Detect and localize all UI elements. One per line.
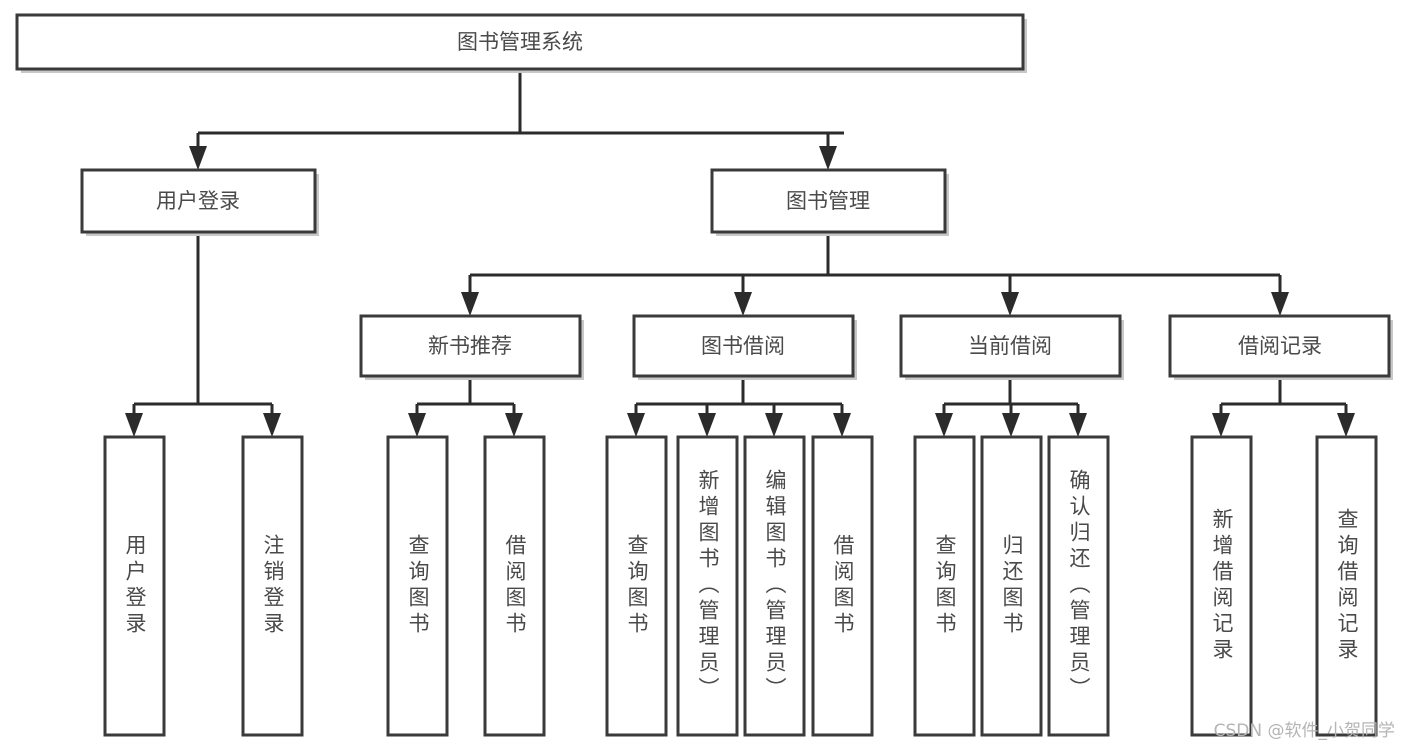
node-root-label: 图书管理系统 — [457, 30, 583, 54]
node-leaf-return-book-rect[interactable] — [980, 435, 1043, 737]
arrowhead-leaf-confirm-return — [1069, 413, 1087, 437]
arrowhead-leaf-add-record — [1212, 413, 1230, 437]
node-current-borrow-rect[interactable] — [899, 314, 1122, 378]
node-book-manage-rect[interactable] — [710, 168, 947, 234]
node-book-manage[interactable]: 图书管理 — [710, 168, 949, 236]
node-user-login-rect[interactable] — [80, 168, 317, 234]
connector-bookmanage-trunk — [468, 232, 1282, 299]
node-borrow-record[interactable]: 借阅记录 — [1168, 314, 1393, 380]
node-new-book-rec-label: 新书推荐 — [428, 334, 512, 358]
node-leaf-query-record-rect[interactable] — [1315, 435, 1378, 737]
arrowhead-leaf-edit-book — [765, 413, 783, 437]
node-leaf-borrow-book-1-rect[interactable] — [483, 435, 546, 737]
arrowhead-to-borrow-record — [1271, 292, 1289, 316]
node-root[interactable]: 图书管理系统 — [15, 13, 1027, 73]
connector-layer — [125, 69, 1355, 437]
arrowhead-to-book-manage — [819, 146, 837, 170]
node-user-login-label: 用户登录 — [156, 189, 240, 213]
arrowhead-leaf-user-logout — [263, 413, 281, 437]
node-leaf-query-book-2-rect[interactable] — [605, 435, 668, 737]
node-leaf-borrow-book-2-rect[interactable] — [811, 435, 874, 737]
node-user-login[interactable]: 用户登录 — [80, 168, 319, 236]
node-leaf-user-login-rect[interactable] — [103, 435, 166, 737]
node-book-borrow[interactable]: 图书借阅 — [632, 314, 857, 380]
node-leaf-edit-book-rect[interactable] — [743, 435, 806, 737]
node-leaf-query-book-1-rect[interactable] — [386, 435, 449, 737]
node-leaf-confirm-return-rect[interactable] — [1047, 435, 1110, 737]
connector-newbook-trunk — [415, 376, 516, 420]
leaf-node-layer — [103, 435, 1378, 737]
node-book-borrow-label: 图书借阅 — [701, 334, 785, 358]
node-current-borrow-label: 当前借阅 — [968, 334, 1052, 358]
arrowhead-leaf-borrow-book-2 — [833, 413, 851, 437]
arrowhead-to-current-borrow — [1001, 292, 1019, 316]
node-current-borrow[interactable]: 当前借阅 — [899, 314, 1124, 380]
arrowhead-leaf-query-record — [1337, 413, 1355, 437]
connector-userlogin-trunk — [132, 232, 274, 420]
node-leaf-user-logout-rect[interactable] — [241, 435, 304, 737]
arrowhead-leaf-query-book-1 — [408, 413, 426, 437]
arrowhead-leaf-query-book-3 — [935, 413, 953, 437]
node-new-book-rec-rect[interactable] — [359, 314, 582, 378]
arrowhead-leaf-return-book — [1002, 413, 1020, 437]
arrowhead-to-new-book-rec — [461, 292, 479, 316]
node-book-manage-label: 图书管理 — [786, 189, 870, 213]
arrowhead-leaf-query-book-2 — [627, 413, 645, 437]
node-new-book-rec[interactable]: 新书推荐 — [359, 314, 584, 380]
connector-borrowrecord-trunk — [1219, 376, 1348, 420]
node-leaf-add-record-rect[interactable] — [1190, 435, 1253, 737]
connector-root-trunk — [196, 69, 844, 152]
node-leaf-query-book-3-rect[interactable] — [913, 435, 976, 737]
node-book-borrow-rect[interactable] — [632, 314, 855, 378]
node-root-rect[interactable] — [15, 13, 1025, 71]
connector-currentborrow-trunk — [942, 376, 1080, 420]
node-borrow-record-label: 借阅记录 — [1238, 334, 1322, 358]
connector-bookborrow-trunk — [634, 376, 844, 420]
arrowhead-to-user-login — [189, 146, 207, 170]
node-borrow-record-rect[interactable] — [1168, 314, 1391, 378]
node-leaf-add-book-rect[interactable] — [676, 435, 739, 737]
arrowhead-leaf-user-login — [125, 413, 143, 437]
arrowhead-leaf-borrow-book-1 — [505, 413, 523, 437]
arrowhead-to-book-borrow — [734, 292, 752, 316]
arrowhead-leaf-add-book — [698, 413, 716, 437]
